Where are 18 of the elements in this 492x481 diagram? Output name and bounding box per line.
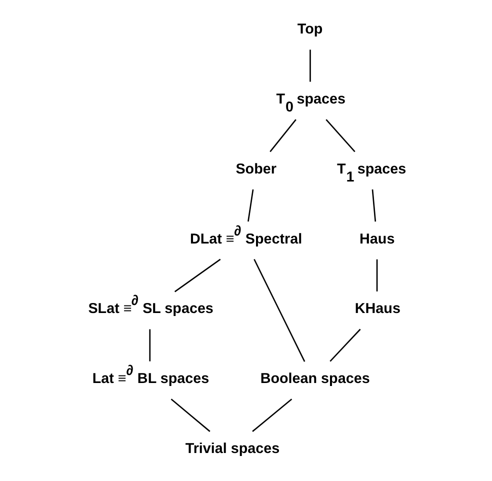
node-text: Boolean spaces: [260, 371, 370, 388]
connector: [148, 329, 150, 362]
connector: [269, 119, 296, 152]
node-text: Top: [296, 22, 322, 38]
connector: [247, 189, 254, 222]
connector: [252, 398, 292, 432]
node-text: KHaus: [354, 301, 400, 318]
connector: [329, 328, 360, 362]
node-text: Haus: [359, 231, 394, 248]
connector: [325, 119, 355, 152]
node-text: Trivial spaces: [184, 440, 280, 457]
connector: [174, 258, 220, 292]
connector: [309, 50, 310, 82]
connector: [253, 258, 305, 362]
connector: [170, 398, 210, 432]
node-text: Sober: [235, 161, 276, 178]
connector: [371, 189, 376, 222]
connector: [376, 259, 378, 292]
